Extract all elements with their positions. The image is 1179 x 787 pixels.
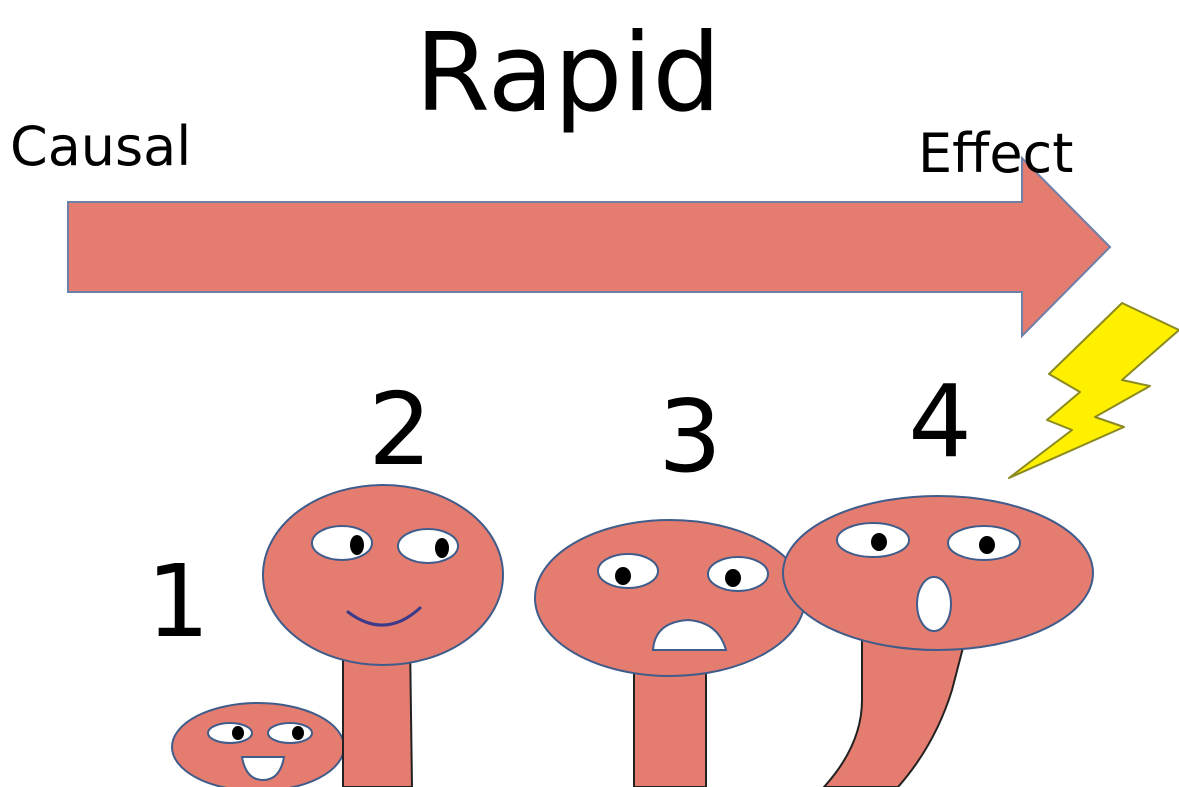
pupil-right [435, 538, 449, 558]
pupil-left [350, 535, 364, 555]
lightning-bolt-icon [1009, 303, 1179, 478]
eye-right [398, 529, 458, 563]
arrow-end-label: Effect [918, 122, 1073, 185]
stage-number-2: 2 [368, 371, 432, 488]
stage-number-1: 1 [146, 543, 210, 660]
figure-stem [634, 665, 706, 787]
figure-stage-4 [783, 496, 1093, 787]
figure-head [535, 520, 805, 676]
pupil-right [292, 726, 304, 740]
stage-number-4: 4 [908, 363, 972, 480]
figure-stage-1 [172, 703, 344, 787]
figure-head [263, 485, 503, 665]
diagram-title: Rapid [415, 11, 721, 136]
pupil-left [232, 726, 244, 740]
pupil-left [871, 533, 887, 551]
pupil-left [615, 567, 631, 585]
figure-stage-3 [535, 520, 805, 787]
figure-stem [824, 640, 965, 787]
pupil-right [979, 536, 995, 554]
eye-left [208, 723, 252, 743]
mouth [917, 577, 951, 631]
arrow-start-label: Causal [10, 115, 191, 178]
pupil-right [725, 569, 741, 587]
eye-right [268, 723, 312, 743]
stage-number-3: 3 [658, 378, 722, 495]
